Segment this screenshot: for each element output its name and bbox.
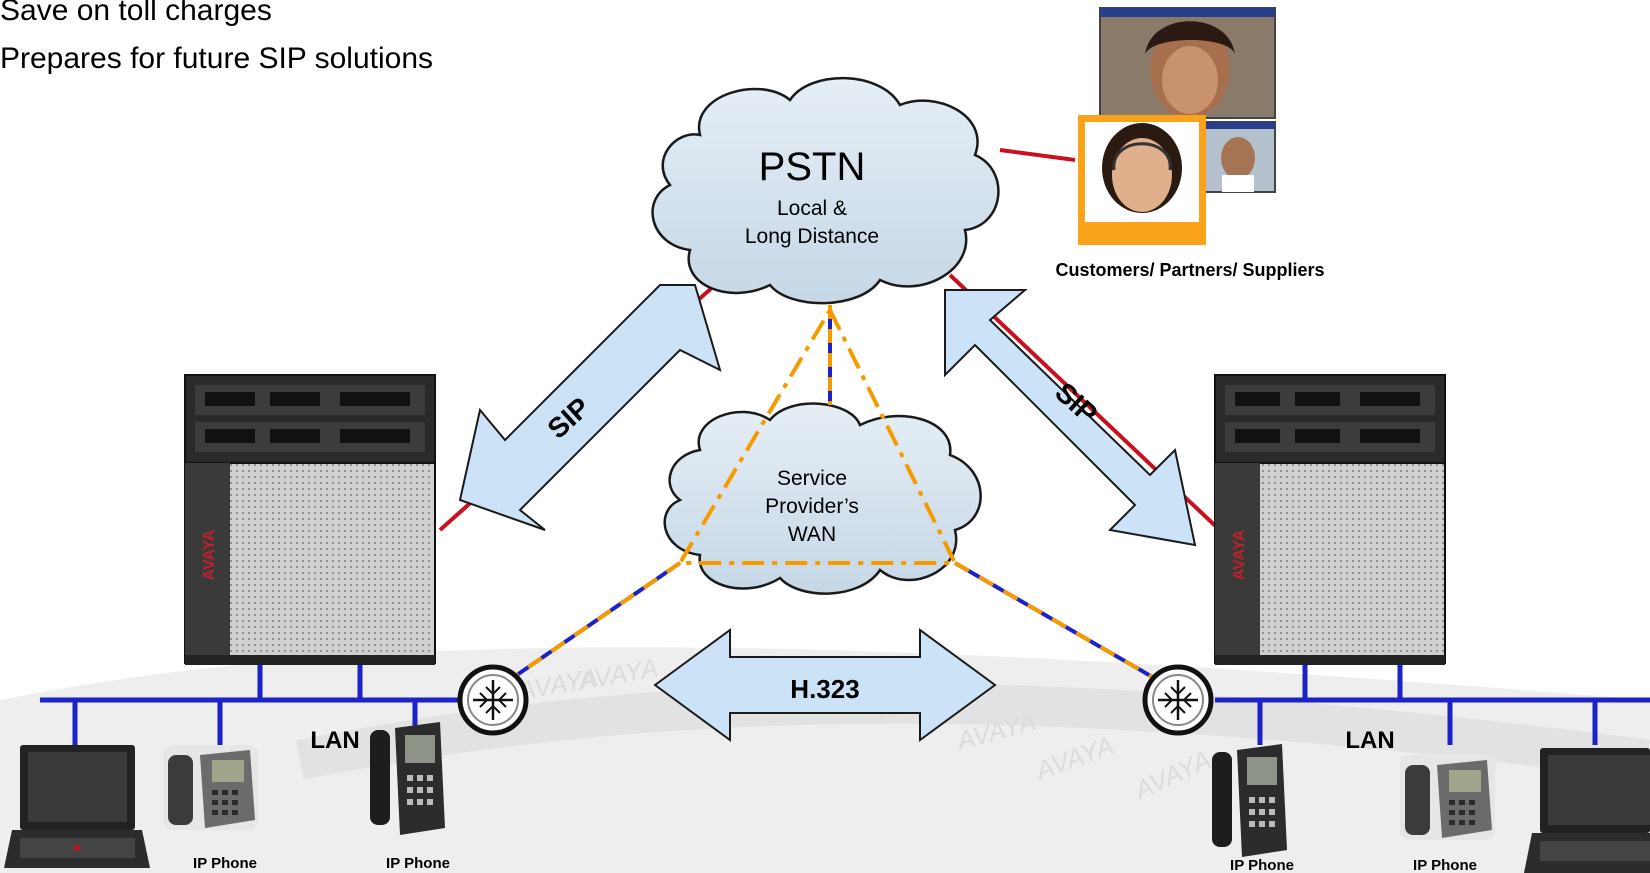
router-left-icon	[457, 664, 529, 736]
laptop-left-icon	[4, 745, 150, 868]
pstn-line2: Long Distance	[745, 225, 879, 248]
wan-links	[493, 305, 1176, 692]
h323-arrow	[653, 628, 997, 742]
wan-triangle	[676, 308, 959, 565]
pstn-line1: Local &	[777, 197, 847, 220]
router-right-icon	[1142, 664, 1214, 736]
sip-arrow-right	[944, 289, 1197, 547]
wan-line2: Provider’s	[765, 495, 859, 518]
server-right-brand: AVAYA	[1231, 529, 1248, 580]
server-right	[1214, 374, 1446, 665]
bullet-toll: Save on toll charges	[0, 0, 272, 27]
customers-photo-back	[1099, 7, 1276, 119]
phone-label-1: IP Phone	[193, 855, 257, 872]
phone-label-4: IP Phone	[1413, 857, 1477, 873]
bullet-sip: Prepares for future SIP solutions	[0, 42, 434, 75]
server-left	[184, 374, 436, 665]
lan-right-label: LAN	[1345, 727, 1394, 754]
customers-label: Customers/ Partners/ Suppliers	[1055, 260, 1324, 280]
laptop-right-icon	[1524, 748, 1650, 873]
phone-label-2: IP Phone	[386, 855, 450, 872]
wan-link-right	[954, 561, 1176, 692]
ip-phone-right-1-icon	[1212, 744, 1287, 857]
h323-label: H.323	[790, 674, 859, 704]
wan-cloud	[663, 402, 982, 595]
ip-phone-left-1-icon	[163, 745, 258, 830]
ip-phone-left-2-icon	[370, 722, 445, 835]
ip-phone-right-2-icon	[1400, 755, 1495, 840]
wan-line1: Service	[777, 467, 847, 490]
customers-photo-small	[1199, 121, 1276, 193]
lan-right	[1215, 665, 1650, 745]
lan-left	[40, 665, 460, 745]
sip-arrow-left	[458, 284, 722, 531]
pstn-title: PSTN	[759, 145, 866, 189]
wan-line3: WAN	[788, 523, 836, 546]
customers-photo-front	[1078, 115, 1206, 245]
pstn-line-customers	[999, 148, 1076, 162]
phone-label-3: IP Phone	[1230, 857, 1294, 873]
pstn-cloud	[651, 76, 1000, 305]
lan-left-label: LAN	[310, 727, 359, 754]
server-left-brand: AVAYA	[201, 529, 218, 580]
wan-link-left	[493, 561, 682, 692]
